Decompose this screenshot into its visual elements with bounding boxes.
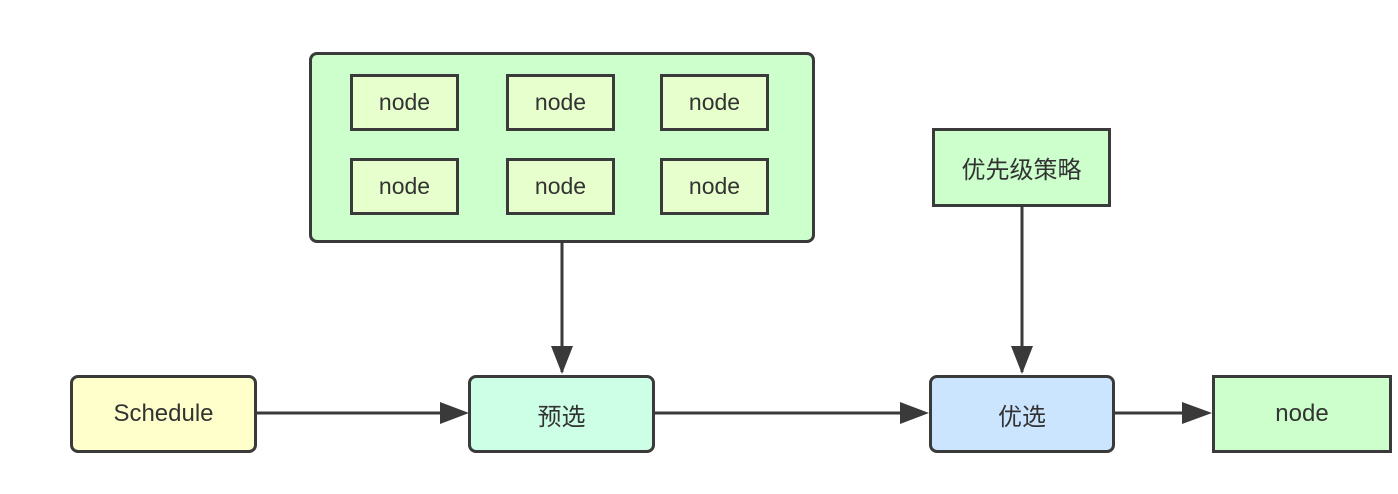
arrowhead-schedule-to-prefilter	[440, 402, 469, 424]
arrowhead-priority-to-result	[1182, 402, 1212, 424]
cluster-node: node	[506, 158, 615, 215]
cluster-node: node	[660, 74, 769, 131]
arrowhead-policy-to-priority	[1011, 346, 1033, 374]
cluster-node: node	[506, 74, 615, 131]
cluster-node: node	[350, 158, 459, 215]
arrowhead-cluster-to-prefilter	[551, 346, 573, 374]
result-node-box: node	[1212, 375, 1392, 453]
cluster-node: node	[660, 158, 769, 215]
arrowhead-prefilter-to-priority	[900, 402, 929, 424]
priority-policy-box: 优先级策略	[932, 128, 1111, 207]
cluster-node: node	[350, 74, 459, 131]
schedule-box: Schedule	[70, 375, 257, 453]
prefilter-box: 预选	[468, 375, 655, 453]
priority-box: 优选	[929, 375, 1115, 453]
